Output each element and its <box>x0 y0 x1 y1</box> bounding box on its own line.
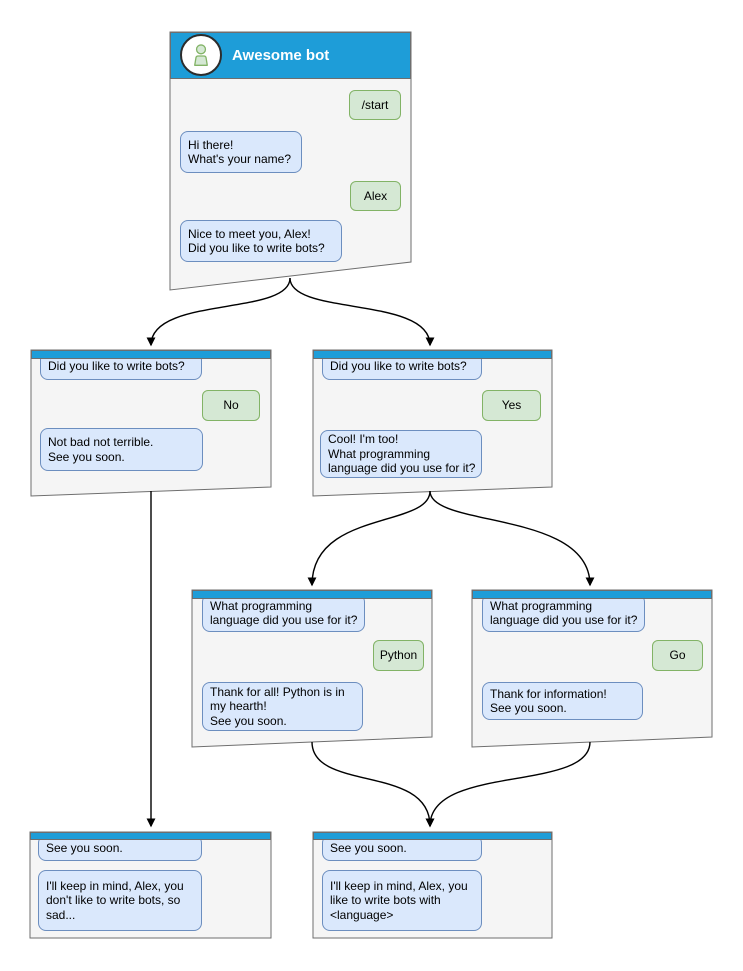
branch-go-window-header <box>472 590 712 599</box>
bot-reply-yes-branch: Cool! I'm too! What programming language… <box>320 430 482 478</box>
answer-button-python: Python <box>373 640 424 671</box>
bot-reply-go-branch: Thank for information! See you soon. <box>482 682 643 720</box>
bot-message-greeting: Hi there! What's your name? <box>180 131 302 173</box>
arrow-go-to-end <box>425 741 591 828</box>
user-message-start: /start <box>349 90 401 120</box>
branch-python-window-header <box>192 590 432 599</box>
bot-reply-end-no: I'll keep in mind, Alex, you don't like … <box>38 870 202 931</box>
branch-yes-window-header <box>313 350 552 359</box>
answer-button-go: Go <box>652 640 703 671</box>
window-title: Awesome bot <box>232 47 330 64</box>
arrow-python-to-end <box>311 741 435 828</box>
main-window-header: Awesome bot <box>170 32 411 79</box>
question-bubble-python-branch: What programming language did you use fo… <box>202 594 365 632</box>
bot-message-nice-to-meet: Nice to meet you, Alex! Did you like to … <box>180 220 342 262</box>
end-no-window-header <box>30 832 271 840</box>
question-bubble-go-branch: What programming language did you use fo… <box>482 594 645 632</box>
person-icon <box>194 44 208 66</box>
bot-reply-end-yes: I'll keep in mind, Alex, you like to wri… <box>322 870 482 931</box>
bot-reply-python-branch: Thank for all! Python is in my hearth! S… <box>202 682 363 731</box>
branch-no-window-header <box>31 350 271 359</box>
answer-button-no: No <box>202 390 260 421</box>
end-yes-window-header <box>313 832 552 840</box>
answer-button-yes: Yes <box>482 390 541 421</box>
user-message-name: Alex <box>350 181 401 211</box>
arrow-main-to-no <box>146 277 291 347</box>
avatar <box>180 34 222 76</box>
arrow-yes-to-python <box>307 490 431 587</box>
arrow-yes-to-go <box>429 490 595 587</box>
bot-reply-no-branch: Not bad not terrible. See you soon. <box>40 428 203 471</box>
arrow-main-to-yes <box>289 277 435 347</box>
